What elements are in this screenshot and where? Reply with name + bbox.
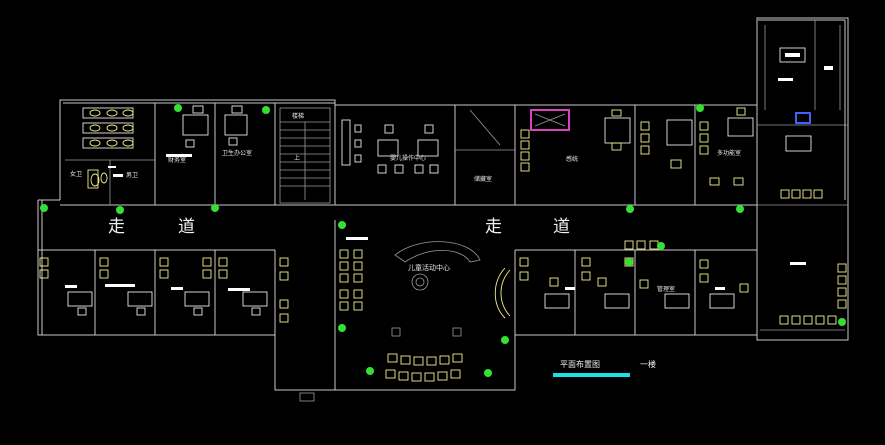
label-stairs: 楼梯 (292, 112, 304, 120)
label-special-room: 感统 (566, 155, 578, 163)
upper-furniture (166, 47, 833, 199)
label-office-lower: 管理室 (657, 285, 675, 293)
upper-rooms (60, 20, 848, 206)
label-stairs-up: 上 (294, 154, 300, 162)
label-office-b: 卫生办公室 (222, 149, 252, 157)
toilet-fixtures (82, 107, 134, 189)
lower-furniture (39, 237, 847, 382)
staircase (279, 107, 331, 204)
label-office-right: 多功能室 (717, 149, 741, 157)
room-labels: 女卫 男卫 财务室 卫生办公室 楼梯 上 婴儿操作中心 储藏室 感统 多功能室 … (70, 112, 741, 293)
label-office-a: 财务室 (168, 156, 186, 164)
label-hall-top: 婴儿操作中心 (390, 154, 426, 162)
corridor-left-char-2: 道 (178, 217, 195, 237)
label-female-wc: 女卫 (70, 170, 82, 178)
corridor-right-char-1: 走 (485, 217, 502, 237)
outer-walls (37, 17, 849, 402)
plan-title: 平面布置图 (560, 359, 600, 369)
corridor-labels: 走 道 走 道 (108, 217, 570, 237)
lower-rooms (38, 204, 848, 390)
corridor-right-char-2: 道 (553, 217, 570, 237)
label-storage: 储藏室 (474, 175, 492, 183)
plan-title-block: 平面布置图 一楼 (553, 359, 656, 377)
label-male-wc: 男卫 (126, 172, 138, 179)
label-activity-center: 儿童活动中心 (408, 263, 450, 272)
plan-floor: 一楼 (640, 359, 656, 369)
plants (40, 104, 846, 377)
corridor-left-char-1: 走 (108, 217, 125, 237)
title-underline (553, 373, 630, 377)
